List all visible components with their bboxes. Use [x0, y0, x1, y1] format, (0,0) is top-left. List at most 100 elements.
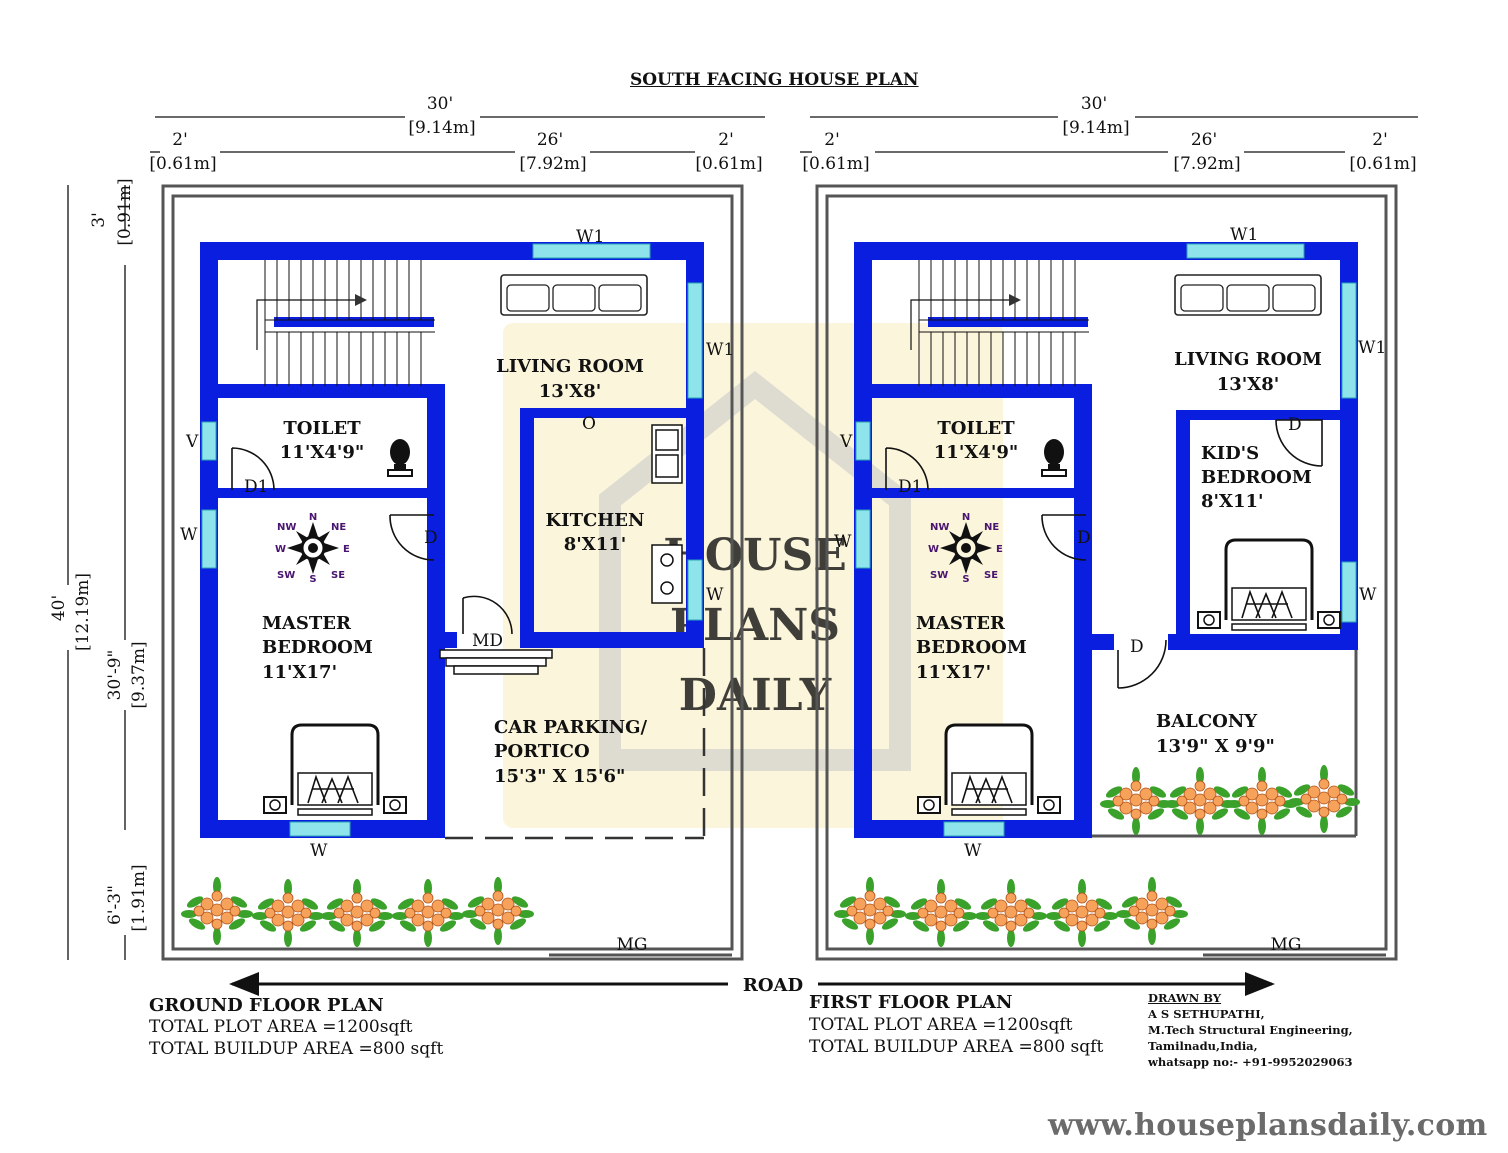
- ff-compass-e: E: [996, 544, 1003, 555]
- ff-buildup-area: TOTAL BUILDUP AREA =800 sqft: [809, 1037, 1104, 1057]
- gf-kitchen-size: 8'X11': [564, 534, 627, 555]
- ff-w-left: W: [834, 532, 852, 552]
- gf-md-label: MD: [472, 631, 503, 651]
- ff-d1-label: D1: [898, 477, 922, 497]
- watermark-line-3: DAILY: [679, 670, 832, 721]
- gf-parking-label-2: PORTICO: [494, 741, 590, 762]
- gf-main-gate-label: MG: [617, 935, 648, 955]
- ff-toilet-size: 11'X4'9": [934, 442, 1018, 463]
- ff-master-label: MASTER: [916, 613, 1006, 634]
- ff-plot-area: TOTAL PLOT AREA =1200sqft: [809, 1015, 1073, 1035]
- ff-d-kids: D: [1288, 415, 1302, 435]
- first-floor-dimension-labels: 30' [9.14m] 2' [0.61m] 26' [7.92m] 2' [0…: [802, 94, 1416, 174]
- first-floor-dimensions: [800, 116, 1418, 153]
- gf-kitchen-label: KITCHEN: [546, 510, 645, 531]
- ff-kids-size: 8'X11': [1201, 491, 1264, 512]
- ff-w1-right: W1: [1358, 338, 1386, 358]
- ff-dim-setback-left-m: [0.61m]: [802, 154, 869, 174]
- gf-parking-label: CAR PARKING/: [494, 717, 648, 738]
- dim-total-depth-m: [12.19m]: [73, 573, 93, 651]
- ff-v-label: V: [839, 432, 853, 452]
- road-label: ROAD: [743, 975, 803, 996]
- website-url: www.houseplansdaily.com: [1048, 1108, 1488, 1143]
- gf-toilet-label: TOILET: [283, 418, 361, 439]
- credits-contact: whatsapp no:- +91-9952029063: [1148, 1055, 1353, 1069]
- page-title: SOUTH FACING HOUSE PLAN: [630, 70, 919, 90]
- gf-living-room-size: 13'X8': [539, 381, 602, 402]
- gf-compass-sw: SW: [277, 570, 295, 581]
- gf-compass: N S E W NE NW SE SW: [275, 512, 350, 585]
- ff-kids-label: KID'S: [1201, 443, 1259, 464]
- gf-compass-ne: NE: [331, 522, 346, 533]
- gf-living-room-label: LIVING ROOM: [496, 356, 644, 377]
- dim-setback-left-m: [0.61m]: [149, 154, 216, 174]
- ff-compass-se: SE: [984, 570, 998, 581]
- gf-title: GROUND FLOOR PLAN: [149, 995, 384, 1016]
- dim-front-setback: 6'-3": [105, 885, 125, 925]
- ff-dim-total-width: 30': [1081, 94, 1107, 114]
- credits-heading: DRAWN BY: [1148, 991, 1222, 1005]
- dim-back-setback-m: [0.91m]: [115, 178, 135, 245]
- gf-compass-se: SE: [331, 570, 345, 581]
- ff-dim-setback-left: 2': [824, 130, 840, 150]
- gf-master-label-2: BEDROOM: [262, 637, 373, 658]
- road-indicator: ROAD: [229, 972, 1275, 996]
- gf-o-label: O: [582, 414, 596, 434]
- ff-living-room-size: 13'X8': [1217, 374, 1280, 395]
- ground-floor-dimensions: [67, 116, 765, 960]
- ff-d-balcony: D: [1130, 637, 1144, 657]
- dim-setback-left: 2': [172, 130, 188, 150]
- ff-master-label-2: BEDROOM: [916, 637, 1027, 658]
- dim-total-width-m: [9.14m]: [408, 118, 475, 138]
- credits-degree: M.Tech Structural Engineering,: [1148, 1023, 1353, 1037]
- ff-dim-setback-right: 2': [1372, 130, 1388, 150]
- ff-living-room-label: LIVING ROOM: [1174, 349, 1322, 370]
- dim-setback-right: 2': [718, 130, 734, 150]
- gf-d1-label: D1: [244, 477, 268, 497]
- ff-dim-building-width: 26': [1191, 130, 1217, 150]
- ff-balcony-size: 13'9" X 9'9": [1156, 736, 1275, 757]
- ff-dim-setback-right-m: [0.61m]: [1349, 154, 1416, 174]
- gf-master-size: 11'X17': [262, 662, 337, 683]
- ff-compass-w: W: [928, 544, 939, 555]
- dim-total-depth: 40': [49, 595, 69, 621]
- ff-balcony-label: BALCONY: [1156, 711, 1258, 732]
- ff-compass-n: N: [962, 512, 970, 523]
- ff-windows: [855, 243, 1357, 837]
- gf-parking-size: 15'3" X 15'6": [494, 766, 625, 787]
- gf-w-bottom: W: [310, 841, 328, 861]
- gf-d-label: D: [424, 528, 438, 548]
- gf-buildup-area: TOTAL BUILDUP AREA =800 sqft: [149, 1039, 444, 1059]
- credits-location: Tamilnadu,India,: [1148, 1039, 1258, 1053]
- gf-w-kitchen: W: [706, 585, 724, 605]
- dim-building-depth-m: [9.37m]: [129, 641, 149, 708]
- ff-main-gate-label: MG: [1271, 935, 1302, 955]
- gf-compass-nw: NW: [277, 522, 296, 533]
- first-floor-plan: MG: [815, 184, 1398, 961]
- ff-kids-label-2: BEDROOM: [1201, 467, 1312, 488]
- ff-compass-nw: NW: [930, 522, 949, 533]
- ff-title: FIRST FLOOR PLAN: [809, 992, 1013, 1013]
- ff-w-kids: W: [1359, 585, 1377, 605]
- dim-total-width: 30': [427, 94, 453, 114]
- gf-compass-s: S: [309, 574, 316, 585]
- dim-setback-right-m: [0.61m]: [695, 154, 762, 174]
- ff-compass: N S E W NE NW SE SW: [928, 512, 1003, 585]
- ff-w-bottom: W: [964, 841, 982, 861]
- gf-w-left: W: [180, 525, 198, 545]
- ff-master-size: 11'X17': [916, 662, 991, 683]
- credits-block: DRAWN BY A S SETHUPATHI, M.Tech Structur…: [1148, 990, 1353, 1070]
- ground-floor-dimension-labels: 30' [9.14m] 2' [0.61m] 26' [7.92m] 2' [0…: [49, 94, 763, 932]
- gf-plot-area: TOTAL PLOT AREA =1200sqft: [149, 1017, 413, 1037]
- gf-toilet-size: 11'X4'9": [280, 442, 364, 463]
- ff-toilet-label: TOILET: [937, 418, 1015, 439]
- gf-compass-e: E: [343, 544, 350, 555]
- dim-front-setback-m: [1.91m]: [129, 864, 149, 931]
- ff-compass-s: S: [962, 574, 969, 585]
- ff-dim-building-width-m: [7.92m]: [1173, 154, 1240, 174]
- dim-building-width-m: [7.92m]: [519, 154, 586, 174]
- dim-building-width: 26': [537, 130, 563, 150]
- ff-dim-total-width-m: [9.14m]: [1062, 118, 1129, 138]
- ff-w1-top: W1: [1230, 225, 1258, 245]
